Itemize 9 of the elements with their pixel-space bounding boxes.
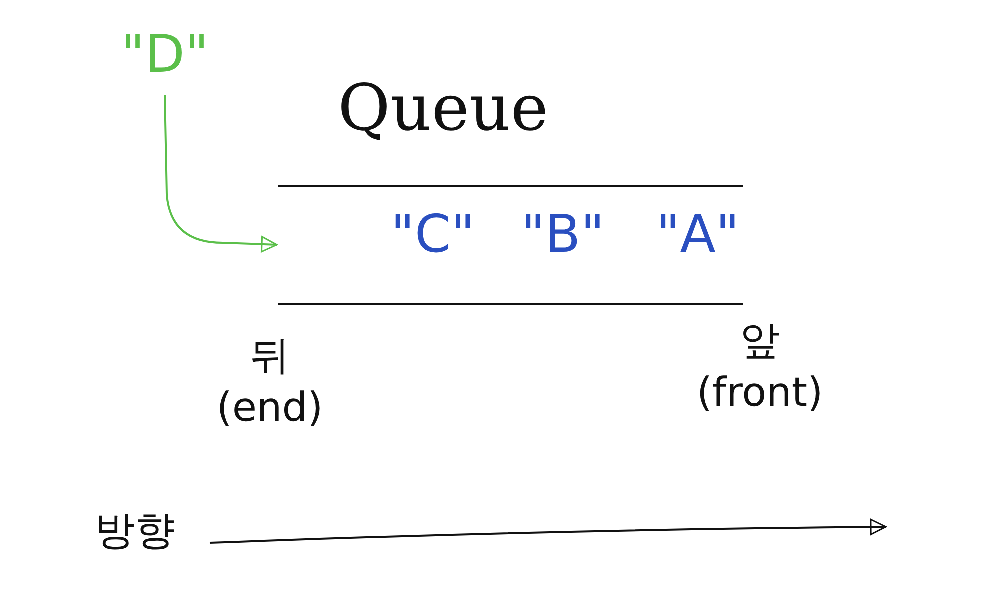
letter-label: "A" <box>638 192 758 277</box>
direction-label: 방향 <box>94 507 176 556</box>
arrow <box>164 94 278 253</box>
letter-label: "B" <box>503 192 623 277</box>
letter-label: "C" <box>373 192 493 277</box>
front-label: 앞 (front) <box>696 317 824 418</box>
letter-label: "D" <box>115 15 215 95</box>
queue-heading: Queue <box>338 72 549 146</box>
end-label: 뒤 (end) <box>216 332 324 433</box>
